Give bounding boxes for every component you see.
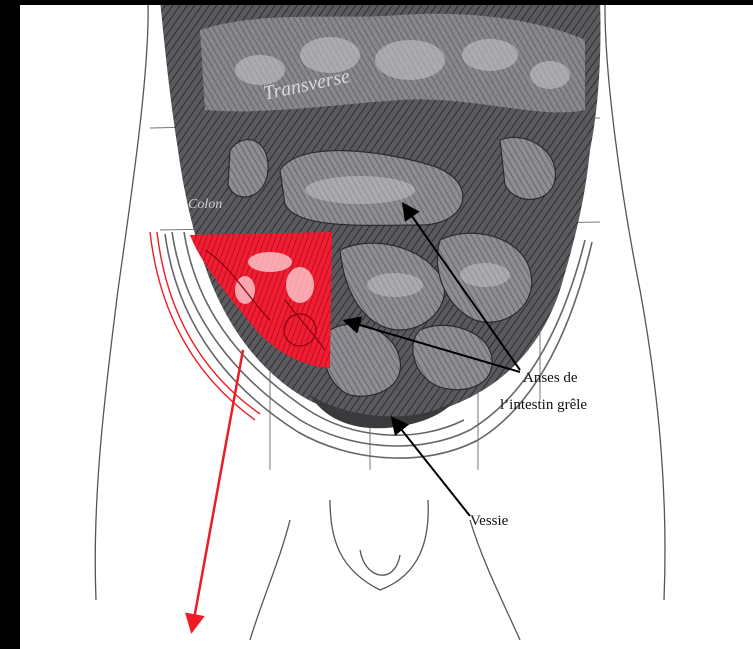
colon-etched-label: Colon [188, 197, 222, 212]
vessie-label: Vessie [470, 513, 508, 530]
left-bar [0, 0, 20, 649]
anses-label-line2: l’intestin grêle [500, 397, 587, 414]
top-band [0, 0, 753, 5]
anses-label-line1: Anses de [523, 370, 578, 387]
